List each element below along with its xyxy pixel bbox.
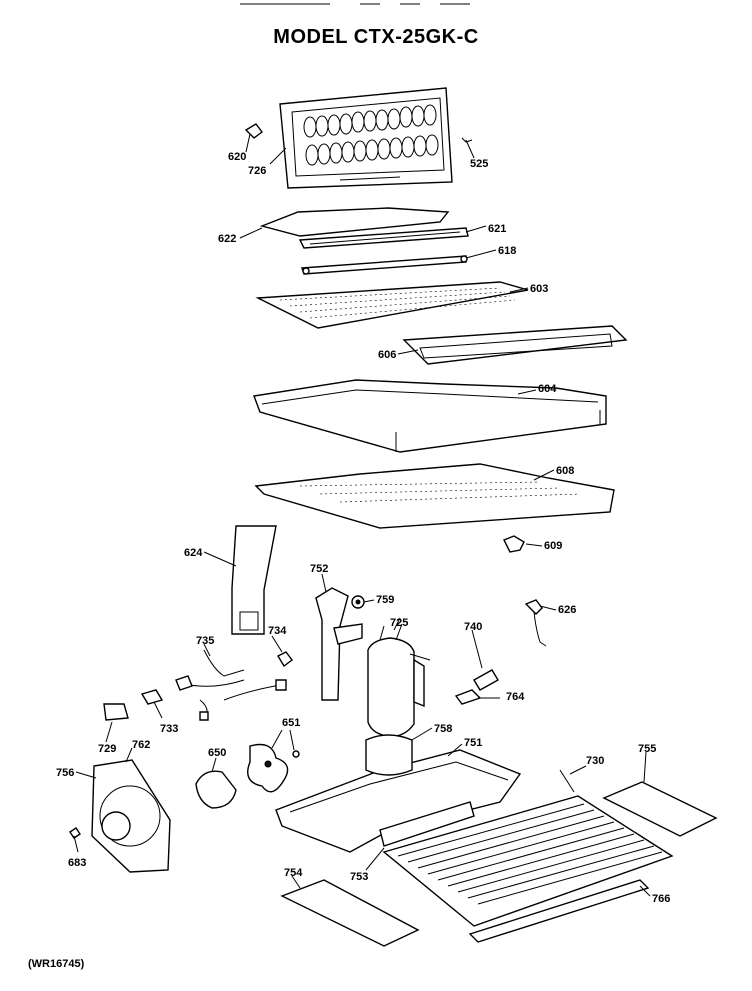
- label-725: 725: [390, 617, 408, 629]
- part-609: [503, 535, 525, 553]
- label-734: 734: [268, 625, 287, 637]
- fan-shroud-762: [91, 759, 171, 873]
- label-604: 604: [538, 383, 557, 395]
- part-764: [454, 689, 482, 705]
- bracket-753: [379, 801, 475, 847]
- reference-number: (WR16745): [28, 958, 85, 970]
- air-duct-624: [231, 525, 277, 635]
- label-753: 753: [350, 871, 368, 883]
- base-plate-766: [468, 879, 650, 943]
- defrost-heater-618: [301, 255, 468, 275]
- label-622: 622: [218, 233, 236, 245]
- part-683: [69, 827, 81, 839]
- wiring-harness-735: [175, 649, 287, 721]
- leader-lines: [73, 133, 651, 897]
- cover-754: [280, 879, 420, 947]
- part-733: [140, 689, 164, 705]
- label-726: 726: [248, 165, 266, 177]
- label-758: 758: [434, 723, 452, 735]
- label-756: 756: [56, 767, 74, 779]
- drain-pan-604: [253, 379, 607, 453]
- cord-626: [524, 599, 547, 647]
- label-754: 754: [284, 867, 303, 879]
- label-609: 609: [544, 540, 562, 552]
- label-525: 525: [470, 158, 488, 170]
- label-621: 621: [488, 223, 506, 235]
- part-734: [277, 651, 293, 668]
- label-730: 730: [586, 755, 604, 767]
- label-603: 603: [530, 283, 548, 295]
- base-frame-751: [275, 734, 522, 853]
- label-729: 729: [98, 743, 116, 755]
- label-735: 735: [196, 635, 214, 647]
- label-651: 651: [282, 717, 300, 729]
- part-729: [103, 703, 129, 721]
- part-740: [473, 669, 499, 691]
- model-title: MODEL CTX-25GK-C: [273, 26, 479, 48]
- label-766: 766: [652, 893, 670, 905]
- label-626: 626: [558, 604, 576, 616]
- label-608: 608: [556, 465, 574, 477]
- label-764: 764: [506, 691, 525, 703]
- label-733: 733: [160, 723, 178, 735]
- evaporator-cover-622: [259, 207, 450, 237]
- shelf-603: [255, 281, 529, 329]
- label-755: 755: [638, 743, 656, 755]
- part-759: [351, 595, 365, 609]
- label-759: 759: [376, 594, 394, 606]
- label-752: 752: [310, 563, 328, 575]
- cover-755: [602, 781, 718, 837]
- label-650: 650: [208, 747, 226, 759]
- evaporator-coil: [244, 87, 473, 189]
- fan-motor-650: [195, 770, 237, 809]
- label-751: 751: [464, 737, 482, 749]
- label-620: 620: [228, 151, 246, 163]
- compressor-725: [367, 623, 431, 737]
- label-762: 762: [132, 739, 150, 751]
- label-618: 618: [498, 245, 516, 257]
- bracket-752: [315, 587, 363, 701]
- defrost-heater-621: [298, 227, 469, 249]
- grille-606: [402, 325, 628, 365]
- label-606: 606: [378, 349, 396, 361]
- label-624: 624: [184, 547, 203, 559]
- label-740: 740: [464, 621, 482, 633]
- condenser-coil-730: [382, 769, 674, 927]
- label-683: 683: [68, 857, 86, 869]
- fan-blade-651: [247, 743, 300, 793]
- drain-pan-608: [254, 463, 615, 529]
